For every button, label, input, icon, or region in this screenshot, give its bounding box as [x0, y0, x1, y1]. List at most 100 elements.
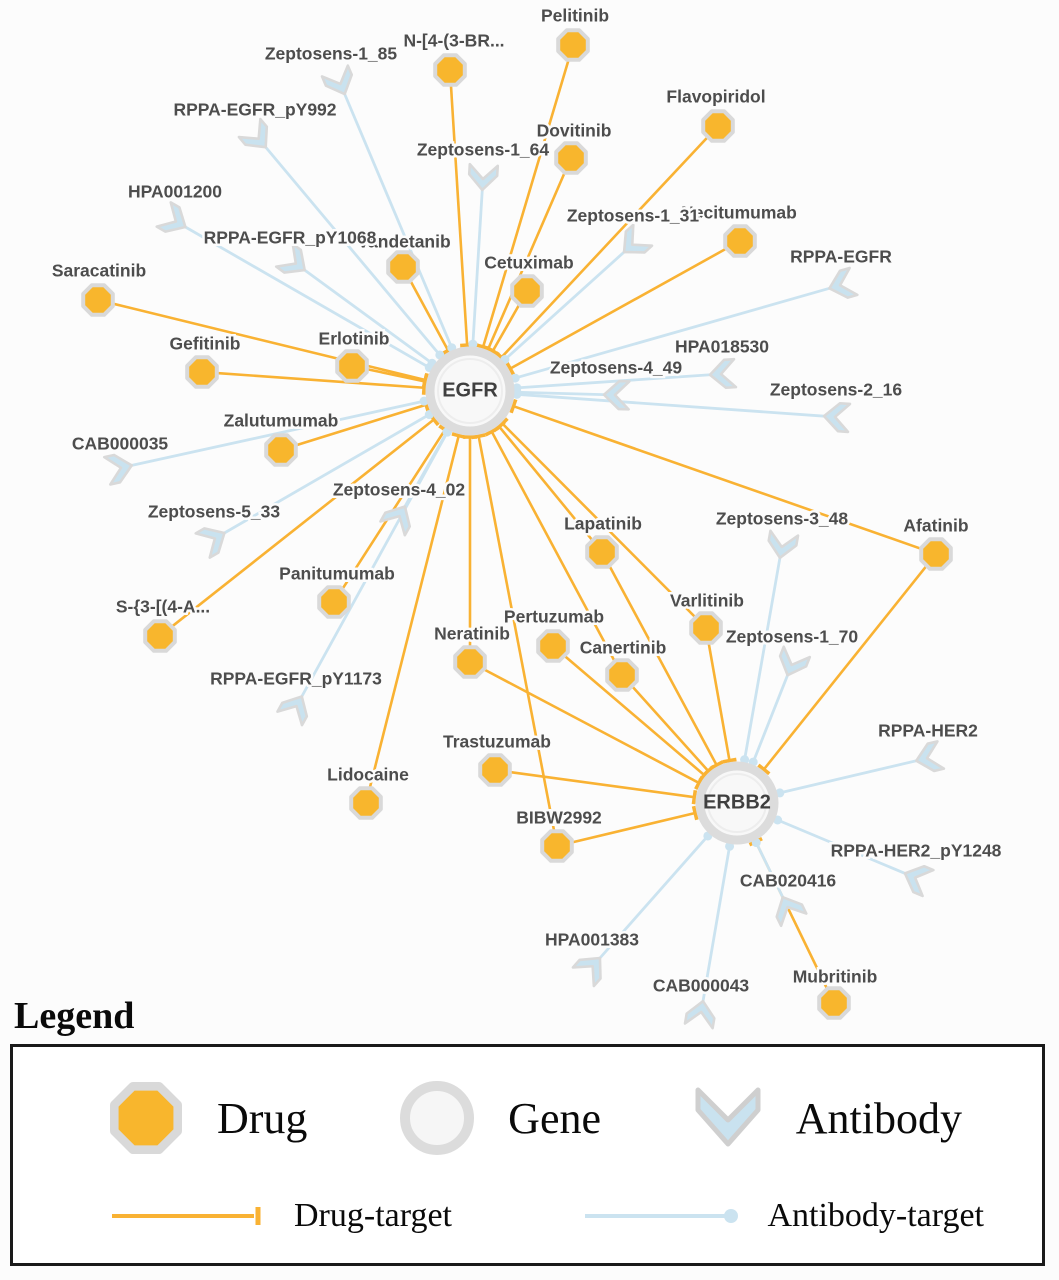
gene-node[interactable]: ERBB2 — [695, 761, 779, 845]
node-label: BIBW2992 — [516, 808, 602, 828]
drug-target-edge — [484, 426, 617, 663]
drug-node[interactable] — [317, 585, 351, 619]
drug-node[interactable] — [723, 224, 757, 258]
antibody-node[interactable] — [320, 64, 358, 100]
drug-node[interactable] — [689, 611, 723, 645]
drug-target-edge — [509, 398, 923, 551]
node-label: S-{3-[(4-A... — [116, 597, 210, 617]
node-label: RPPA-EGFR_pY1173 — [210, 669, 382, 689]
antibody-node[interactable] — [467, 162, 500, 192]
drug-node[interactable] — [536, 629, 570, 663]
antibody-node[interactable] — [683, 999, 717, 1030]
drug-node[interactable] — [335, 349, 369, 383]
node-label: Vandetanib — [357, 232, 450, 252]
drug-node[interactable] — [701, 109, 735, 143]
node-label: Zeptosens-1_31 — [567, 206, 700, 226]
antibody-node[interactable] — [155, 201, 193, 239]
antibody-target-line-icon — [585, 1209, 739, 1223]
antibody-node[interactable] — [775, 645, 812, 681]
node-label: Mubritinib — [793, 967, 878, 987]
antibody-node[interactable] — [913, 740, 946, 774]
legend-label-drug: Drug — [217, 1093, 308, 1143]
node-label: Erlotinib — [319, 329, 390, 349]
drug-target-edge — [495, 136, 709, 364]
drug-target-edge — [485, 303, 521, 357]
node-label: CAB020416 — [740, 871, 837, 891]
drug-target-edge — [366, 367, 429, 389]
node-label: Afatinib — [903, 516, 968, 536]
node-label: HPA001383 — [545, 930, 639, 950]
legend-label-gene: Gene — [508, 1093, 602, 1143]
node-label: Lidocaine — [327, 765, 409, 785]
antibody-node[interactable] — [237, 117, 277, 156]
node-label: HPA018530 — [675, 337, 769, 357]
antibody-node[interactable] — [102, 452, 134, 486]
drug-node[interactable] — [185, 355, 219, 389]
antibody-node[interactable] — [571, 949, 611, 988]
antibody-node[interactable] — [708, 357, 738, 390]
antibody-node[interactable] — [766, 529, 800, 560]
node-label: HPA001200 — [128, 182, 222, 202]
drug-target-edge — [757, 564, 928, 776]
antibody-node[interactable] — [822, 401, 852, 434]
drug-node[interactable] — [510, 274, 544, 308]
drug-node[interactable] — [478, 753, 512, 787]
node-label: Flavopiridol — [666, 87, 765, 107]
drug-node[interactable] — [585, 535, 619, 569]
drug-node[interactable] — [605, 658, 639, 692]
node-label: Neratinib — [434, 624, 510, 644]
node-label: Panitumumab — [279, 564, 395, 584]
gene-node[interactable]: EGFR — [425, 346, 515, 436]
gene-label: EGFR — [442, 379, 498, 401]
drug-node[interactable] — [143, 619, 177, 653]
drug-node[interactable] — [264, 433, 298, 467]
node-label: Necitumumab — [681, 203, 797, 223]
antibody-node[interactable] — [194, 521, 232, 559]
antibody-target-edge — [748, 670, 791, 767]
node-label: RPPA-HER2_pY1248 — [831, 841, 1002, 861]
node-label: Cetuximab — [484, 253, 573, 273]
node-label: Lapatinib — [564, 514, 642, 534]
drug-node[interactable] — [817, 986, 851, 1020]
drug-target-edge — [482, 667, 704, 790]
node-label: Zeptosens-1_64 — [417, 140, 550, 160]
drug-node[interactable] — [433, 53, 467, 87]
drug-node[interactable] — [349, 786, 383, 820]
drug-node[interactable] — [386, 250, 420, 284]
legend-item-antibody-target: Antibody-target — [581, 1197, 984, 1235]
node-label: CAB000043 — [653, 976, 750, 996]
drug-target-edge — [496, 417, 697, 619]
antibody-node[interactable] — [826, 266, 859, 302]
drug-node[interactable] — [554, 141, 588, 175]
antibody-node[interactable] — [274, 242, 313, 281]
antibody-node[interactable] — [900, 860, 935, 898]
node-label: Zeptosens-2_16 — [770, 380, 903, 400]
antibody-node[interactable] — [379, 500, 417, 537]
antibody-target-edge — [512, 389, 829, 418]
node-label: Zeptosens-5_33 — [148, 502, 281, 522]
antibody-node[interactable] — [615, 223, 654, 263]
node-label: RPPA-EGFR_pY992 — [173, 100, 336, 120]
antibody-target-edge — [775, 758, 921, 798]
drug-node[interactable] — [556, 28, 590, 62]
drug-node[interactable] — [540, 829, 574, 863]
drug-node[interactable] — [81, 283, 115, 317]
antibody-chevron-icon — [695, 1087, 761, 1147]
node-label: Pertuzumab — [504, 607, 604, 627]
drug-target-line-icon — [112, 1207, 261, 1225]
antibody-node[interactable] — [770, 891, 808, 928]
legend-nodes-row: Drug Gene Antibody — [13, 1047, 1042, 1179]
antibody-target-edge — [468, 185, 484, 349]
drug-node[interactable] — [453, 645, 487, 679]
drug-node[interactable] — [919, 537, 953, 571]
antibody-node[interactable] — [276, 690, 314, 727]
node-label: RPPA-EGFR — [790, 247, 892, 267]
legend-item-drug: Drug — [101, 1073, 307, 1163]
antibody-node[interactable] — [602, 379, 631, 411]
legend-item-drug-target: Drug-target — [108, 1197, 452, 1235]
edge-layer — [112, 59, 928, 1006]
node-label: Varlitinib — [670, 591, 744, 611]
legend-label-antibody-target: Antibody-target — [767, 1197, 984, 1234]
node-label: Zeptosens-1_85 — [265, 44, 398, 64]
